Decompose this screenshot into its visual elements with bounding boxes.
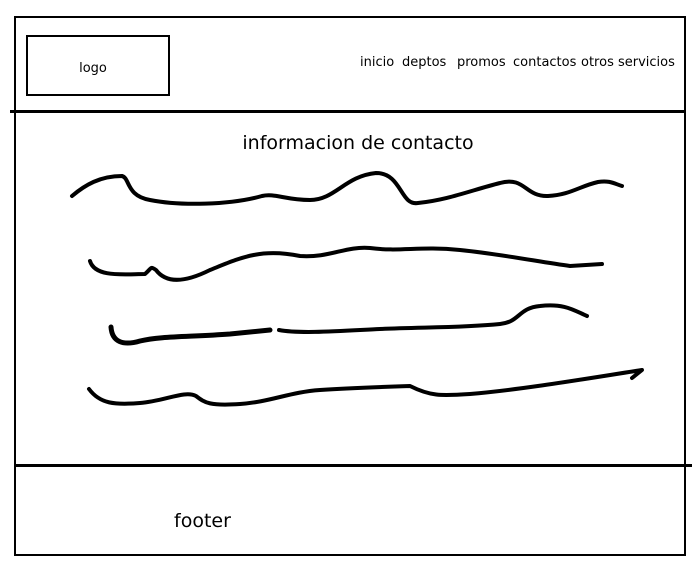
footer-divider [16, 464, 692, 467]
logo-placeholder[interactable]: logo [26, 35, 170, 96]
logo-label: logo [79, 61, 107, 76]
nav-item-otros-servicios[interactable]: otros servicios [581, 55, 675, 70]
nav-item-inicio[interactable]: inicio [360, 55, 395, 70]
scribble-line-1 [70, 171, 624, 206]
nav-item-promos[interactable]: promos [457, 55, 506, 70]
footer-label: footer [174, 510, 231, 532]
wireframe-frame [14, 16, 686, 556]
header-divider [10, 110, 686, 113]
nav-item-deptos[interactable]: deptos [402, 55, 447, 70]
scribble-line-3 [108, 324, 273, 346]
nav-item-contactos[interactable]: contactos [513, 55, 577, 70]
scribble-line-2 [88, 245, 604, 282]
scribble-line-3b [277, 303, 589, 334]
page-title: informacion de contacto [242, 132, 474, 154]
scribble-line-4 [87, 368, 644, 407]
